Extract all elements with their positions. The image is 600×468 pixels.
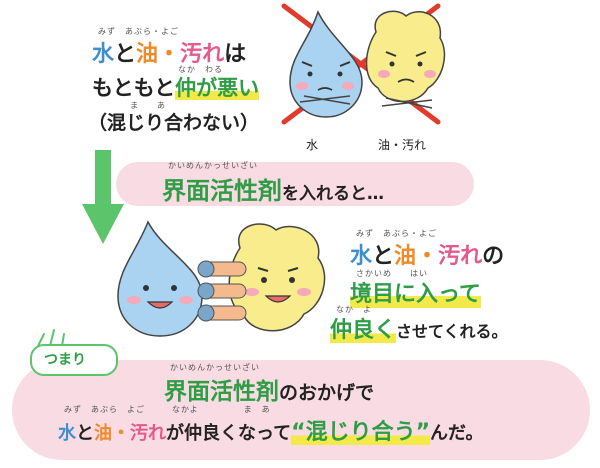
water-and-oil-characters-illustration: [281, 3, 446, 125]
key-phrase-bad-relation: 仲が悪い: [175, 76, 260, 100]
oil-blob-character: [365, 10, 446, 109]
down-arrow-icon: [82, 150, 124, 244]
top-line-1: 水と油・汚れは: [92, 42, 247, 67]
label-oil-dirt: 油・汚れ: [378, 138, 427, 152]
surfactant-molecule-3: [197, 304, 247, 322]
oil-blob-character-happy: [228, 223, 326, 332]
label-water: 水: [306, 138, 319, 152]
surfactant-molecule-1: [197, 260, 247, 278]
banner1-text: 界面活性剤を入れると…: [162, 177, 384, 205]
banner-surfactant-add: [116, 162, 474, 206]
water-drop-character-happy: [117, 220, 203, 337]
tag-tsumari: [30, 344, 118, 376]
word-dirt: 汚れ: [180, 42, 225, 67]
top-line-3: （混じり合わない）: [88, 112, 260, 134]
top-ruby-3: ま あ: [130, 101, 166, 110]
key-phrase-mix: “混じり合う”: [291, 420, 431, 445]
top-ruby-2: なか わる: [178, 65, 223, 74]
key-phrase-get-along: 仲良く: [330, 318, 397, 343]
surfactant-molecules: [197, 260, 247, 322]
middle-line-1: 水と油・汚れの: [350, 244, 505, 269]
top-line-2: もともと仲が悪い: [92, 76, 260, 100]
middle-ruby-2: さかいめ はい: [356, 269, 428, 278]
banner2-line-1: 界面活性剤のおかげで: [164, 379, 375, 405]
middle-line-3: 仲良くさせてくれる。: [330, 318, 508, 343]
banner2-ruby-2: みず あぶら よご なかよ ま あ: [64, 405, 271, 414]
middle-ruby-3: なか よ: [336, 305, 372, 314]
key-phrase-boundary: 境目に入って: [350, 276, 481, 308]
banner1-key: 界面活性剤: [162, 177, 282, 205]
word-water: 水: [92, 42, 115, 67]
surfactant-molecule-2: [197, 282, 247, 300]
characters-with-surfactant-illustration: [117, 220, 326, 337]
word-oil: 油: [136, 42, 159, 67]
top-ruby-1: みず あぶら・よご: [98, 27, 179, 36]
middle-ruby-1: みず あぶら・よご: [356, 229, 437, 238]
banner2-ruby-1: かいめんかっせいざい: [170, 363, 260, 372]
banner1-ruby: かいめんかっせいざい: [168, 161, 258, 170]
water-drop-character: [289, 10, 363, 118]
banner2-line-2: 水と油・汚れが仲良くなって“混じり合う”んだ。: [58, 420, 484, 445]
tag-tsumari-label: つまり: [44, 352, 86, 368]
